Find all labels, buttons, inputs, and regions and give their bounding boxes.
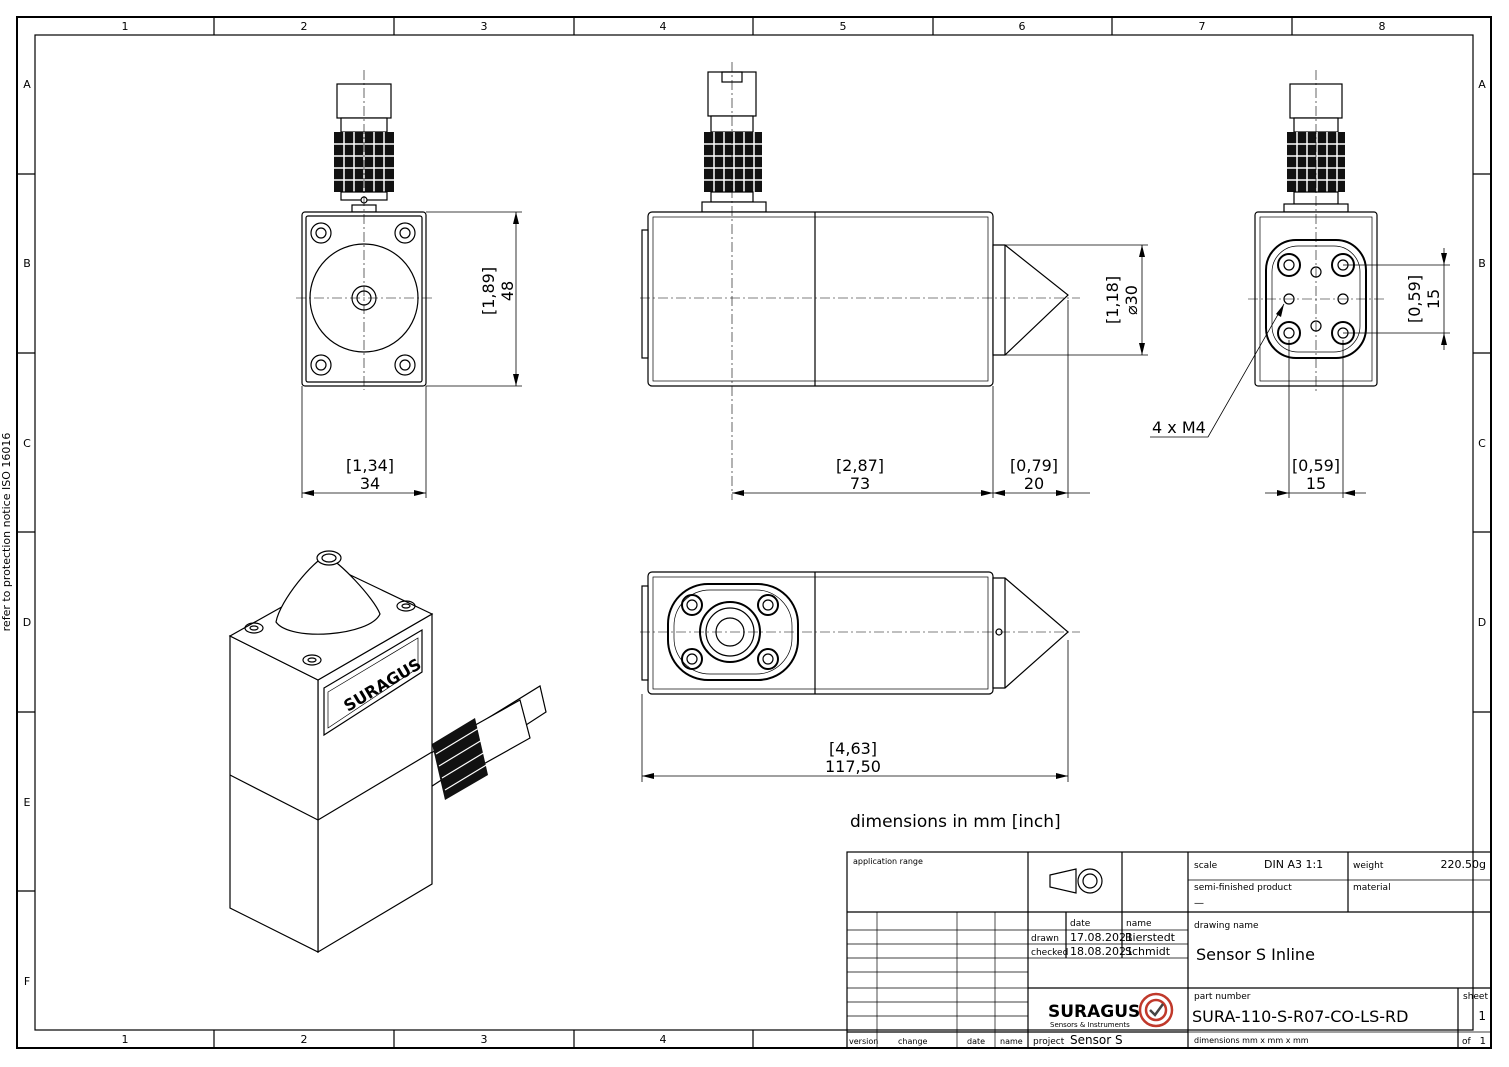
dimension-mm: 20	[1024, 474, 1044, 493]
drawing-name: Sensor S Inline	[1196, 945, 1315, 964]
dimension-inch: [4,63]	[829, 739, 877, 758]
drawing-name-label: drawing name	[1194, 921, 1259, 931]
scale-value: DIN A3 1:1	[1264, 858, 1323, 871]
row-label: D	[1478, 616, 1486, 629]
change-label: change	[898, 1037, 928, 1046]
scale-label: scale	[1194, 861, 1218, 871]
checked-date: 18.08.2021	[1070, 945, 1133, 958]
column-label: 1	[122, 20, 129, 33]
name-label: name	[1000, 1037, 1023, 1046]
dimension-mm: 15	[1306, 474, 1326, 493]
company-logo: SURAGUS Sensors & Instruments	[1048, 992, 1174, 1029]
row-label: F	[24, 975, 30, 988]
date-header: date	[1070, 919, 1091, 929]
checked-label: checked	[1031, 948, 1068, 958]
dimension-inch: [0,79]	[1010, 456, 1058, 475]
back-view-dimensions: [0,59] 15 [0,59] 15 4 x M4	[1150, 248, 1450, 498]
column-label: 2	[301, 20, 308, 33]
column-label: 5	[840, 20, 847, 33]
column-label: 3	[481, 20, 488, 33]
front-view-dimensions: [1,89] 48 [1,34] 34	[301, 211, 522, 498]
back-view	[1248, 70, 1385, 392]
name-header: name	[1126, 919, 1152, 929]
column-label: 4	[660, 1033, 667, 1046]
date-label: date	[967, 1037, 985, 1046]
column-label: 6	[1019, 20, 1026, 33]
dimension-mm: 117,50	[825, 757, 881, 776]
row-label: A	[1478, 78, 1486, 91]
drawing-frame: 1 2 3 4 5 6 7 8 1 2 3 4 A B C D E F A B …	[0, 16, 1492, 1049]
projection-symbol-icon	[1049, 868, 1103, 894]
of-value: 1	[1480, 1036, 1486, 1047]
weight-label: weight	[1353, 861, 1384, 871]
sheet-value: 1	[1478, 1009, 1486, 1023]
side-view	[640, 62, 1080, 500]
version-label: version	[849, 1037, 878, 1046]
thread-callout: 4 x M4	[1152, 418, 1206, 437]
part-number-label: part number	[1194, 992, 1251, 1002]
isometric-view: SURAGUS	[228, 550, 547, 954]
bottom-view-dimensions: [4,63] 117,50	[641, 640, 1069, 782]
row-label: D	[23, 616, 31, 629]
dimension-inch: [2,87]	[836, 456, 884, 475]
dimension-mm: 34	[360, 474, 380, 493]
column-label: 1	[122, 1033, 129, 1046]
title-block: application range scale DIN A3 1:1 weigh…	[846, 851, 1492, 1049]
row-label: C	[1478, 437, 1486, 450]
units-note: dimensions in mm [inch]	[850, 812, 1061, 832]
dimension-inch: [0,59]	[1405, 275, 1424, 323]
column-label: 2	[301, 1033, 308, 1046]
drawn-date: 17.08.2021	[1070, 931, 1133, 944]
application-range-label: application range	[853, 857, 923, 866]
column-label: 4	[660, 20, 667, 33]
checked-name: Schmidt	[1125, 945, 1171, 958]
dimensions-label: dimensions mm x mm x mm	[1194, 1036, 1309, 1045]
row-label: B	[23, 257, 31, 270]
dimension-mm: 73	[850, 474, 870, 493]
dimension-inch: [1,18]	[1103, 276, 1122, 324]
dimension-inch: [0,59]	[1292, 456, 1340, 475]
of-label: of	[1462, 1037, 1472, 1047]
sheet-label: sheet	[1463, 992, 1488, 1002]
dimension-inch: [1,89]	[479, 267, 498, 315]
project-value: Sensor S	[1070, 1033, 1123, 1047]
dimension-mm: 48	[498, 281, 517, 301]
column-label: 7	[1199, 20, 1206, 33]
semi-finished-value: —	[1194, 898, 1204, 909]
svg-text:SURAGUS: SURAGUS	[1048, 1002, 1140, 1022]
dimension-inch: [1,34]	[346, 456, 394, 475]
drawn-label: drawn	[1031, 934, 1059, 944]
material-label: material	[1353, 883, 1391, 893]
column-label: 3	[481, 1033, 488, 1046]
dimension-mm: ⌀30	[1122, 285, 1141, 315]
bottom-view	[640, 571, 1080, 695]
column-label: 8	[1379, 20, 1386, 33]
weight-value: 220.50g	[1441, 858, 1486, 871]
protection-notice: refer to protection notice ISO 16016	[0, 433, 13, 632]
drawn-name: Bierstedt	[1125, 931, 1176, 944]
row-label: C	[23, 437, 31, 450]
row-label: A	[23, 78, 31, 91]
project-label: project	[1033, 1037, 1065, 1047]
front-view	[296, 70, 432, 390]
row-label: E	[24, 796, 31, 809]
semi-finished-label: semi-finished product	[1194, 883, 1292, 893]
side-view-dimensions: [2,87] 73 [0,79] 20 [1,18] ⌀30	[732, 244, 1148, 498]
row-label: B	[1478, 257, 1486, 270]
svg-text:Sensors & Instruments: Sensors & Instruments	[1050, 1021, 1130, 1029]
part-number: SURA-110-S-R07-CO-LS-RD	[1192, 1007, 1408, 1026]
dimension-mm: 15	[1424, 289, 1443, 309]
